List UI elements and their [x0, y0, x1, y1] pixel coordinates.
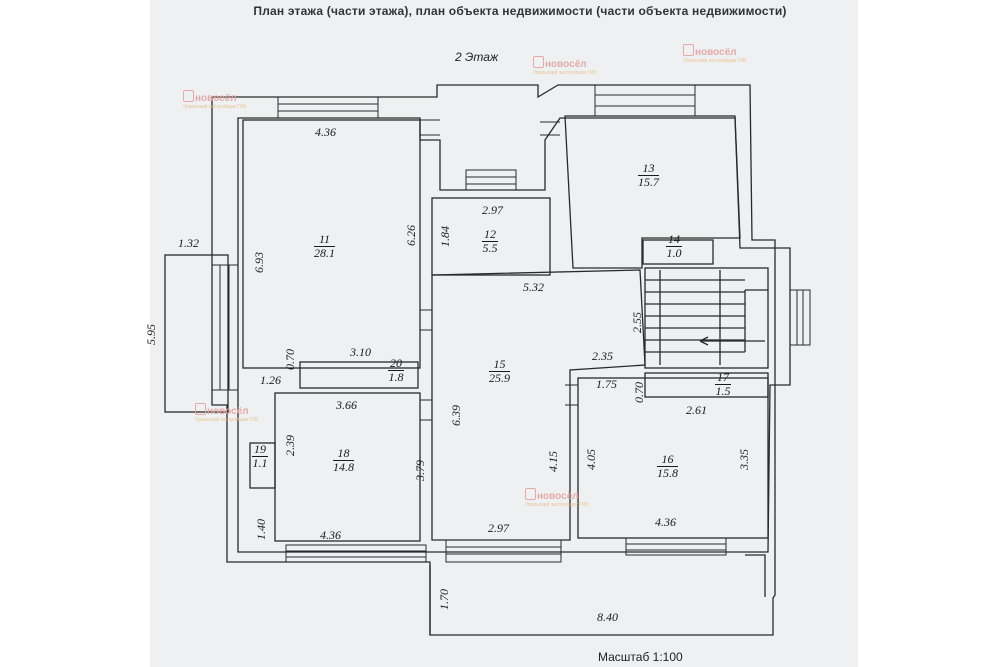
stairs-outline: [644, 267, 769, 369]
room-20-label: 20 1.8: [388, 356, 404, 384]
dim-2-35: 2.35: [592, 349, 613, 363]
dim-3-79: 3.79: [413, 460, 427, 481]
dim-1-40: 1.40: [254, 519, 268, 540]
dim-1-32: 1.32: [178, 236, 199, 250]
dim-1-70: 1.70: [437, 589, 451, 610]
dim-3-66: 3.66: [336, 398, 357, 412]
left-balcony: [164, 254, 229, 413]
room-12-outline: [431, 197, 551, 276]
dim-4-15: 4.15: [546, 451, 560, 472]
floor-label: 2 Этаж: [455, 50, 499, 64]
room-19-outline: [249, 442, 276, 489]
room-12-label: 12 5.5: [482, 227, 498, 255]
dim-5-32: 5.32: [523, 280, 544, 294]
room-14-outline: [642, 239, 714, 265]
dim-4-36-bottom-left: 4.36: [320, 528, 341, 542]
house-icon: [683, 44, 694, 56]
room-11-label: 11 28.1: [314, 232, 335, 260]
dim-0-70-right: 0.70: [632, 382, 646, 403]
plan-sheet: [150, 0, 858, 667]
room-15-outline: [431, 269, 646, 541]
dim-2-55: 2.55: [630, 312, 644, 333]
page-title: План этажа (части этажа), план объекта н…: [253, 4, 787, 18]
room-13-outline: [564, 115, 741, 269]
dim-2-61: 2.61: [686, 403, 707, 417]
dim-4-36-top: 4.36: [315, 125, 336, 139]
room-20-outline: [299, 361, 419, 389]
dim-6-26: 6.26: [404, 225, 418, 246]
doors: [420, 119, 578, 421]
house-icon: [525, 488, 536, 500]
walls: [164, 84, 811, 636]
house-icon: [183, 90, 194, 102]
dim-6-39: 6.39: [449, 405, 463, 426]
house-icon: [195, 403, 206, 415]
dim-5-95: 5.95: [144, 324, 158, 345]
windows: [211, 84, 811, 563]
room-13-label: 13 15.7: [638, 161, 659, 189]
room-17-label: 17 1.5: [715, 370, 731, 398]
right-ledge: [745, 554, 766, 597]
room-11-outline: [242, 119, 421, 369]
inner-wall: [237, 117, 791, 553]
room-16-label: 16 15.8: [657, 452, 678, 480]
dim-4-05: 4.05: [584, 449, 598, 470]
dim-1-84: 1.84: [438, 226, 452, 247]
room-15-label: 15 25.9: [489, 357, 510, 385]
dim-2-39: 2.39: [283, 435, 297, 456]
dim-4-36-bottom-right: 4.36: [655, 515, 676, 529]
dim-6-93: 6.93: [252, 252, 266, 273]
room-19-label: 19 1.1: [252, 442, 268, 470]
house-icon: [533, 56, 544, 68]
dim-1-26: 1.26: [260, 373, 281, 387]
room-18-label: 18 14.8: [333, 446, 354, 474]
dim-8-40: 8.40: [597, 610, 618, 624]
room-17-outline: [644, 372, 769, 398]
room-14-label: 14 1.0: [666, 232, 682, 260]
dim-0-70-left: 0.70: [283, 349, 297, 370]
dim-1-75: 1.75: [596, 377, 617, 391]
dim-3-10: 3.10: [350, 345, 371, 359]
dim-2-97-bottom: 2.97: [488, 521, 509, 535]
stair-treads: [645, 270, 768, 365]
outer-wall: [211, 84, 776, 636]
dim-2-97-top: 2.97: [482, 203, 503, 217]
scale-label: Масштаб 1:100: [598, 650, 683, 664]
dim-3-35: 3.35: [737, 449, 751, 470]
